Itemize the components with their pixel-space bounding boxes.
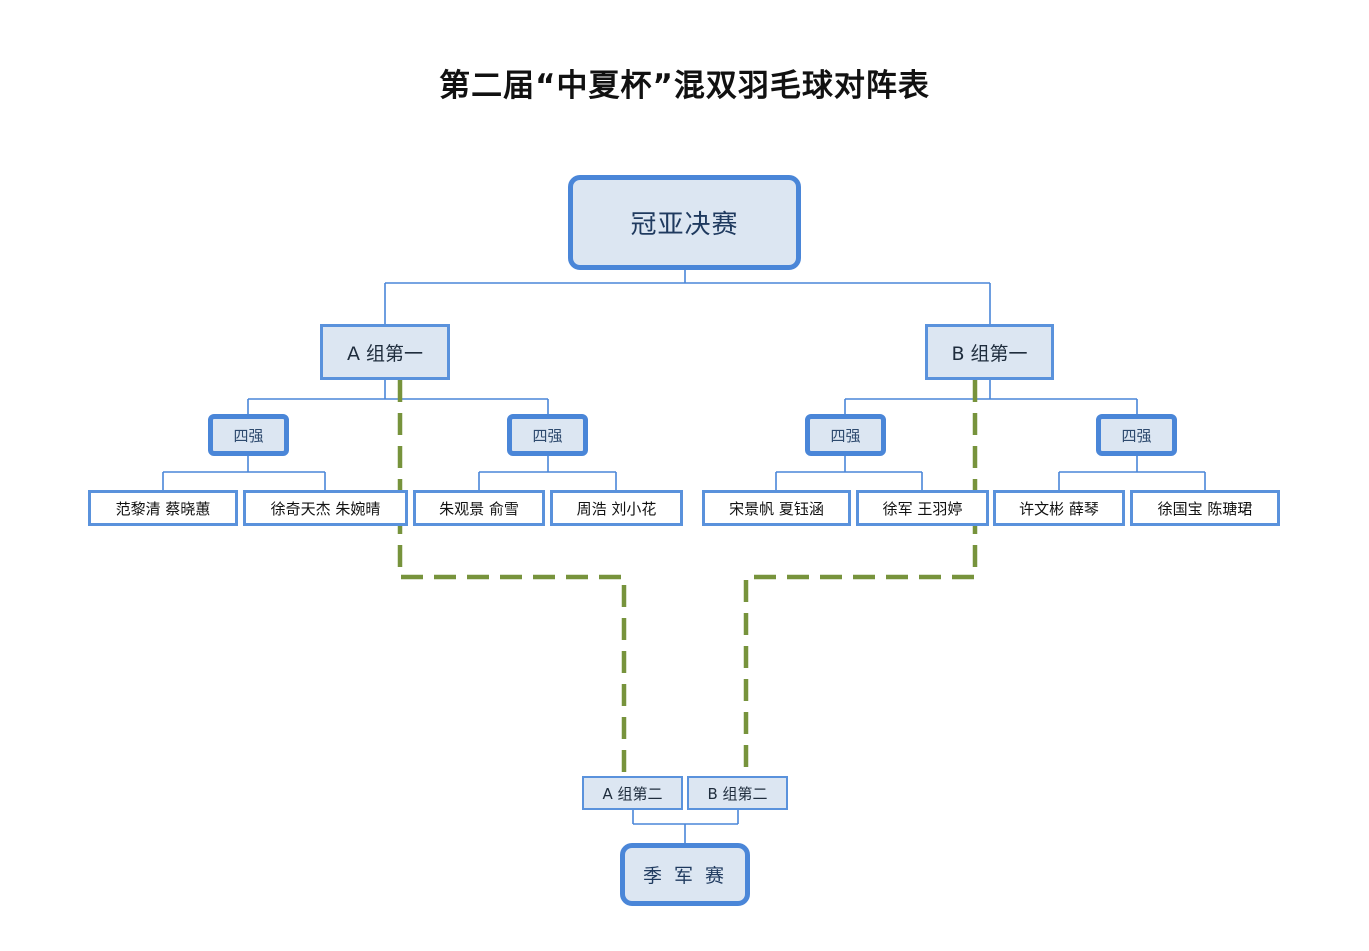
connector-third-place bbox=[632, 809, 739, 844]
connector-b-to-semis bbox=[844, 380, 1138, 416]
group-b-second-box: B 组第二 bbox=[687, 776, 788, 810]
connector-semi-1 bbox=[162, 455, 326, 491]
connector-final-to-groups bbox=[384, 270, 991, 325]
team-box-6: 徐军 王羽婷 bbox=[856, 490, 989, 526]
connector-semi-2 bbox=[478, 455, 617, 491]
team-box-7: 许文彬 薛琴 bbox=[993, 490, 1125, 526]
group-a-second-box: A 组第二 bbox=[582, 776, 683, 810]
connector-semi-4 bbox=[1058, 455, 1206, 491]
team-box-1: 范黎清 蔡晓蕙 bbox=[88, 490, 238, 526]
group-a-first-box: A 组第一 bbox=[320, 324, 450, 380]
dashed-path-a-loser bbox=[397, 380, 627, 777]
third-place-match-box: 季 军 赛 bbox=[620, 843, 750, 906]
team-box-8: 徐国宝 陈瑭珺 bbox=[1130, 490, 1280, 526]
final-match-box: 冠亚决赛 bbox=[568, 175, 801, 270]
team-box-3: 朱观景 俞雪 bbox=[413, 490, 545, 526]
dashed-path-b-loser bbox=[743, 380, 978, 777]
semifinal-box-4: 四强 bbox=[1096, 414, 1177, 456]
team-box-4: 周浩 刘小花 bbox=[550, 490, 683, 526]
semifinal-box-2: 四强 bbox=[507, 414, 588, 456]
group-b-first-box: B 组第一 bbox=[925, 324, 1054, 380]
team-box-5: 宋景帆 夏钰涵 bbox=[702, 490, 851, 526]
team-box-2: 徐奇天杰 朱婉晴 bbox=[243, 490, 408, 526]
connector-semi-3 bbox=[775, 455, 923, 491]
semifinal-box-1: 四强 bbox=[208, 414, 289, 456]
semifinal-box-3: 四强 bbox=[805, 414, 886, 456]
page-title: 第二届“中夏杯”混双羽毛球对阵表 bbox=[439, 68, 930, 104]
